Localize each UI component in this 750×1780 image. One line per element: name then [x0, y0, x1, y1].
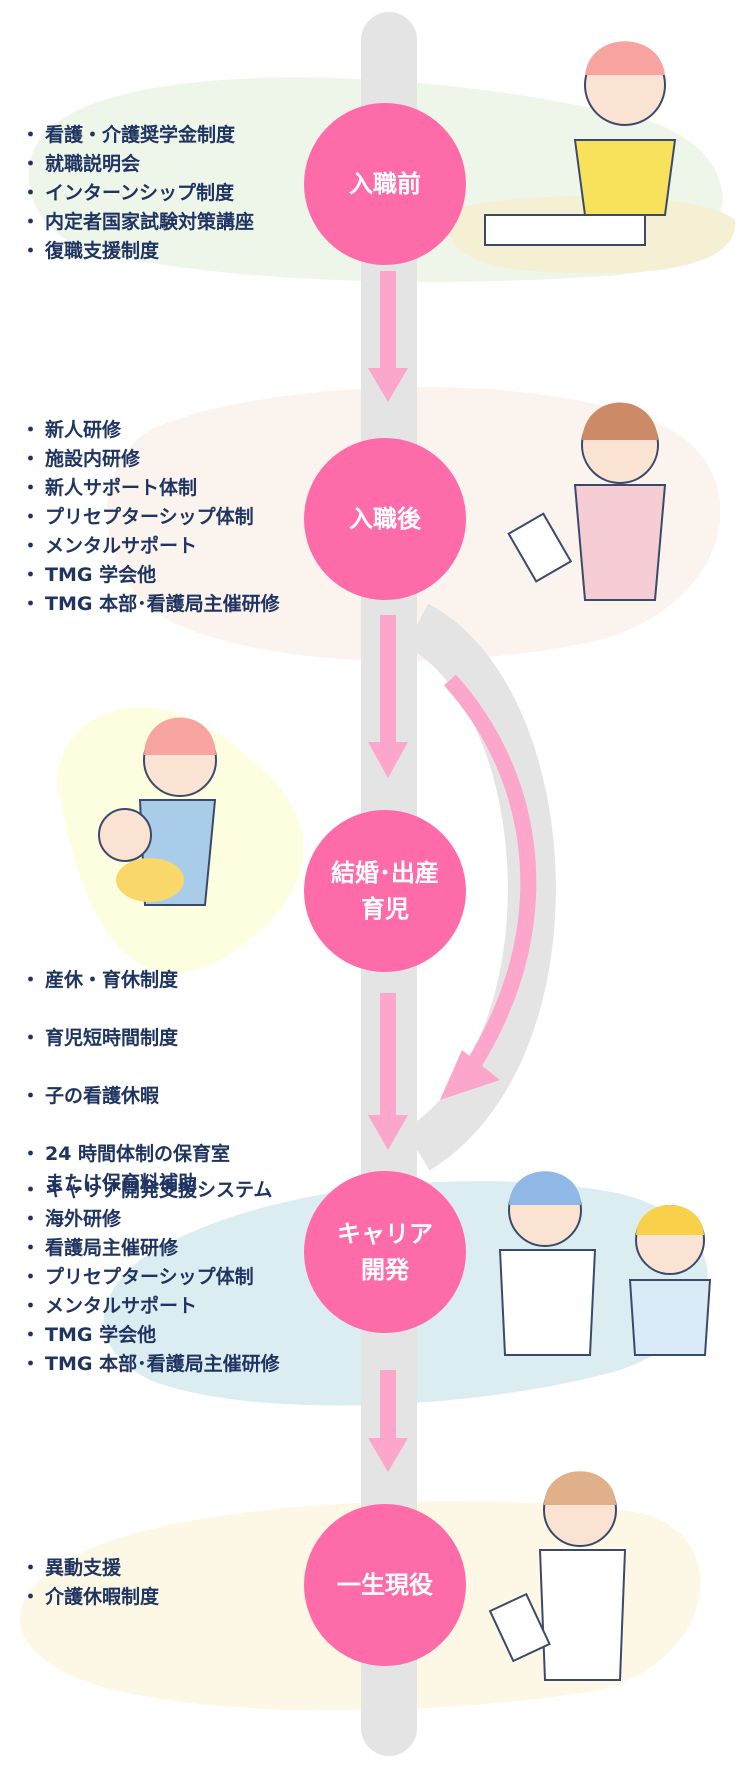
list-item: キャリア開発支援システム [21, 1176, 280, 1205]
list-item: 新人サポート体制 [21, 474, 280, 503]
list-item: 復職支援制度 [21, 237, 254, 266]
list-item: 海外研修 [21, 1205, 280, 1234]
mother-baby-illustration [98, 717, 217, 906]
list-item: 施設内研修 [21, 445, 280, 474]
list-item: 看護・介護奨学金制度 [21, 121, 254, 150]
stage-lifelong: 一生現役 [304, 1504, 466, 1666]
list-item: TMG 学会他 [21, 1321, 280, 1350]
stage-label: 結婚･出産 育児 [331, 859, 439, 923]
list-item: プリセプターシップ体制 [21, 503, 280, 532]
list-item: TMG 本部･看護局主催研修 [21, 1350, 280, 1379]
list-career: キャリア開発支援システム 海外研修 看護局主催研修 プリセプターシップ体制 メン… [21, 1176, 280, 1379]
list-item: 育児短時間制度 [21, 1024, 230, 1053]
doctors-illustration [498, 1171, 712, 1356]
veteran-nurse-illustration [488, 1471, 627, 1681]
stage-label: 入職前 [349, 170, 421, 198]
list-item: 新人研修 [21, 416, 280, 445]
nurse-illustration-1 [484, 41, 677, 246]
list-item: 産休・育休制度 [21, 966, 230, 995]
list-item: 内定者国家試験対策講座 [21, 208, 254, 237]
list-item: プリセプターシップ体制 [21, 1263, 280, 1292]
stage-career: キャリア 開発 [304, 1171, 466, 1333]
list-item: インターンシップ制度 [21, 179, 254, 208]
list-item: メンタルサポート [21, 532, 280, 561]
nurse-illustration-2 [507, 402, 667, 601]
skip-arrow [444, 674, 537, 1075]
stage-post-employment: 入職後 [304, 438, 466, 600]
down-arrows [368, 271, 408, 1472]
list-item: TMG 学会他 [21, 561, 280, 590]
list-post-employment: 新人研修 施設内研修 新人サポート体制 プリセプターシップ体制 メンタルサポート… [21, 416, 280, 619]
list-item: 看護局主催研修 [21, 1234, 280, 1263]
list-item: 子の看護休暇 [21, 1082, 230, 1111]
list-item: メンタルサポート [21, 1292, 280, 1321]
list-item: 介護休暇制度 [21, 1583, 159, 1612]
stage-label: 一生現役 [337, 1571, 433, 1599]
skip-arrow-head [440, 1050, 500, 1100]
list-pre-employment: 看護・介護奨学金制度 就職説明会 インターンシップ制度 内定者国家試験対策講座 … [21, 121, 254, 266]
list-lifelong: 異動支援 介護休暇制度 [21, 1554, 159, 1612]
stage-label: 入職後 [349, 505, 421, 533]
list-item: TMG 本部･看護局主催研修 [21, 590, 280, 619]
list-item: 異動支援 [21, 1554, 159, 1583]
stage-label: キャリア 開発 [337, 1220, 433, 1284]
stage-pre-employment: 入職前 [304, 103, 466, 265]
list-item: 就職説明会 [21, 150, 254, 179]
stage-family: 結婚･出産 育児 [304, 810, 466, 972]
